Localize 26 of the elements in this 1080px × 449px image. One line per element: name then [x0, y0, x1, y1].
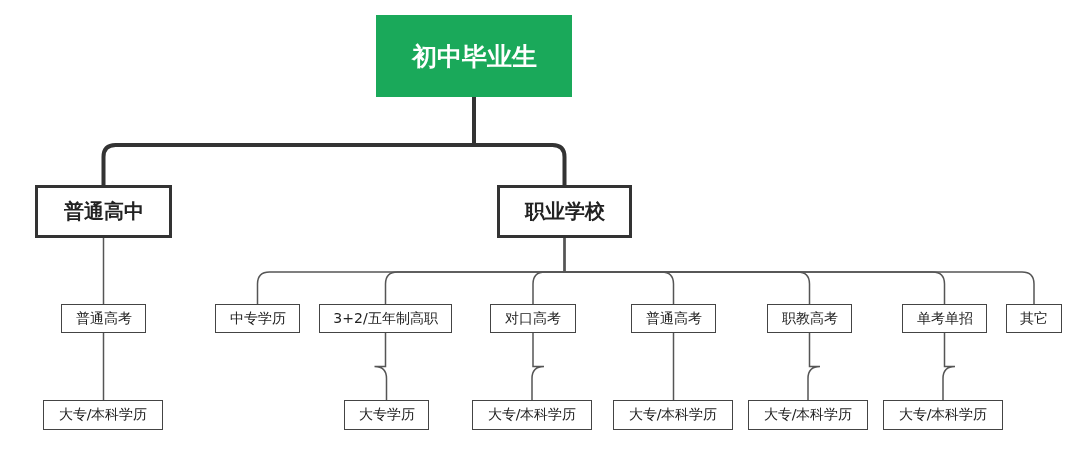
path-box: 普通高考	[61, 304, 146, 333]
connector-line	[102, 332, 105, 401]
path-box: 其它	[1006, 304, 1062, 333]
connector-line	[373, 332, 388, 401]
connector-line	[672, 332, 675, 401]
connector-line	[563, 237, 1035, 305]
connector-line	[807, 332, 821, 401]
connector-line	[942, 332, 956, 401]
outcome-box: 大专/本科学历	[613, 400, 733, 430]
outcome-box: 大专/本科学历	[472, 400, 592, 430]
outcome-box: 大专/本科学历	[883, 400, 1003, 430]
outcome-box: 大专/本科学历	[748, 400, 868, 430]
category-box: 普通高中	[35, 185, 172, 238]
connector-line	[531, 332, 545, 401]
connector-line	[472, 97, 567, 185]
category-box: 职业学校	[497, 185, 632, 238]
outcome-box: 大专学历	[344, 400, 429, 430]
path-box: 中专学历	[215, 304, 300, 333]
path-box: 3+2/五年制高职	[319, 304, 452, 333]
path-box: 对口高考	[490, 304, 576, 333]
path-box: 单考单招	[902, 304, 987, 333]
connector-line	[102, 237, 105, 305]
path-box: 职教高考	[767, 304, 852, 333]
root-box: 初中毕业生	[376, 15, 572, 97]
outcome-box: 大专/本科学历	[43, 400, 163, 430]
path-box: 普通高考	[631, 304, 716, 333]
